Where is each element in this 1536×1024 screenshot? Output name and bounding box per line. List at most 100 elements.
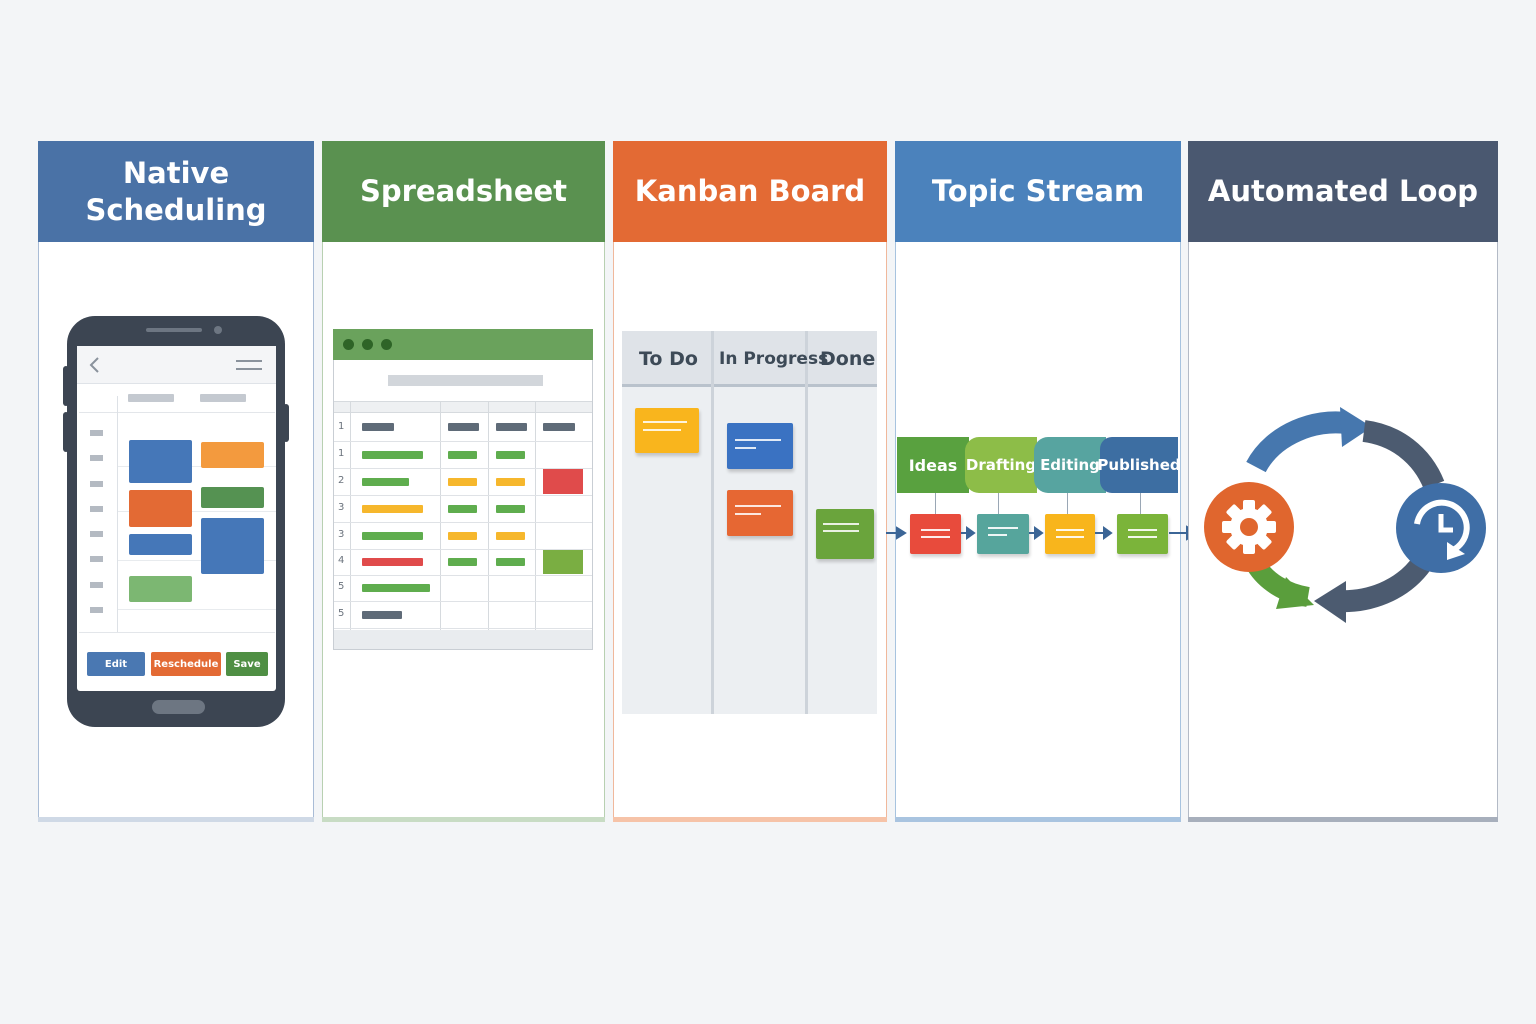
back-chevron-icon[interactable] [88, 356, 102, 374]
row-number: 5 [338, 581, 345, 592]
formula-bar[interactable] [388, 375, 543, 386]
cycle-arrow [1335, 556, 1431, 613]
kanban-column-divider [805, 331, 808, 714]
time-slot-marker [90, 430, 103, 436]
event-block[interactable] [129, 490, 192, 527]
highlighted-cell[interactable] [543, 469, 583, 494]
event-block[interactable] [129, 576, 192, 602]
cell-value[interactable] [362, 505, 423, 513]
highlighted-cell[interactable] [543, 550, 583, 574]
cycle-arrow [1246, 411, 1348, 473]
cell-value[interactable] [448, 478, 477, 486]
event-block[interactable] [201, 487, 264, 508]
stage-connector [935, 493, 936, 515]
phone-home-button [152, 700, 205, 714]
cell-value[interactable] [362, 532, 423, 540]
edit-button[interactable]: Edit [87, 652, 145, 676]
row-number: 5 [338, 608, 345, 619]
stage-drafting[interactable]: Drafting [965, 437, 1037, 493]
row-number: 4 [338, 555, 345, 566]
panel-header: Native Scheduling [38, 141, 314, 242]
panel-header: Automated Loop [1188, 141, 1498, 242]
time-slot-marker [90, 582, 103, 588]
row-number: 2 [338, 475, 345, 486]
cell-value[interactable] [362, 423, 394, 431]
cell-value[interactable] [496, 423, 527, 431]
window-dot[interactable] [381, 339, 392, 350]
clock-refresh-icon [1396, 483, 1486, 573]
spreadsheet-titlebar [333, 329, 593, 360]
kanban-column-in-progress[interactable]: In Progress [719, 349, 829, 369]
cell-value[interactable] [362, 451, 423, 459]
topic-card[interactable] [1045, 514, 1095, 554]
cell-value[interactable] [543, 423, 575, 431]
topic-card[interactable] [977, 514, 1029, 554]
panel-title: Topic Stream [931, 174, 1145, 208]
grid-line [334, 601, 592, 602]
kanban-column-done[interactable]: Done [820, 348, 876, 370]
grid-line [118, 466, 276, 467]
header-placeholder [128, 394, 174, 402]
grid-line [118, 511, 276, 512]
kanban-column-todo[interactable]: To Do [639, 348, 698, 370]
grid-line [334, 628, 592, 629]
topic-card[interactable] [910, 514, 961, 554]
row-number: 3 [338, 502, 345, 513]
cell-value[interactable] [496, 451, 525, 459]
grid-line [334, 522, 592, 523]
cell-value[interactable] [362, 584, 430, 592]
panel-footer-bar [895, 817, 1181, 822]
cell-value[interactable] [496, 532, 525, 540]
window-dot[interactable] [343, 339, 354, 350]
cell-value[interactable] [448, 558, 477, 566]
menu-icon[interactable] [236, 358, 262, 372]
time-slot-marker [90, 506, 103, 512]
reschedule-button[interactable]: Reschedule [151, 652, 221, 676]
kanban-card[interactable] [727, 423, 793, 469]
cell-value[interactable] [448, 505, 477, 513]
grid-line [440, 401, 441, 649]
stage-published[interactable]: Published [1097, 437, 1181, 493]
time-slot-marker [90, 556, 103, 562]
arrow-right-icon [896, 526, 907, 540]
grid-line [334, 549, 592, 550]
panel-header: Kanban Board [613, 141, 887, 242]
cell-value[interactable] [362, 478, 409, 486]
kanban-card[interactable] [816, 509, 874, 559]
row-number: 3 [338, 529, 345, 540]
window-dot[interactable] [362, 339, 373, 350]
stage-ideas[interactable]: Ideas [897, 437, 969, 493]
cell-value[interactable] [496, 478, 525, 486]
cycle-arrowhead [1314, 581, 1346, 623]
event-block[interactable] [129, 440, 192, 483]
grid-line [334, 575, 592, 576]
event-block[interactable] [129, 534, 192, 555]
panel-title: Automated Loop [1207, 174, 1479, 208]
row-number: 1 [338, 421, 345, 432]
cell-value[interactable] [496, 558, 525, 566]
kanban-column-divider [711, 331, 714, 714]
stage-editing[interactable]: Editing [1034, 437, 1106, 493]
kanban-header-row [622, 331, 877, 387]
cell-value[interactable] [448, 532, 477, 540]
phone-side-button [283, 404, 289, 442]
cell-value[interactable] [448, 423, 479, 431]
grid-line [79, 412, 275, 413]
cell-value[interactable] [362, 611, 402, 619]
kanban-card[interactable] [727, 490, 793, 536]
cell-value[interactable] [362, 558, 423, 566]
event-block[interactable] [201, 518, 264, 574]
column-header-strip [334, 401, 592, 413]
topic-card[interactable] [1117, 514, 1168, 554]
cell-value[interactable] [496, 505, 525, 513]
panel-footer-bar [38, 817, 314, 822]
kanban-card[interactable] [635, 408, 699, 453]
event-block[interactable] [201, 442, 264, 468]
time-slot-marker [90, 531, 103, 537]
phone-speaker [146, 328, 202, 332]
cell-value[interactable] [448, 451, 477, 459]
save-button[interactable]: Save [226, 652, 268, 676]
cycle-arrowhead [1276, 577, 1314, 609]
stage-connector [998, 493, 999, 515]
grid-line [535, 401, 536, 649]
